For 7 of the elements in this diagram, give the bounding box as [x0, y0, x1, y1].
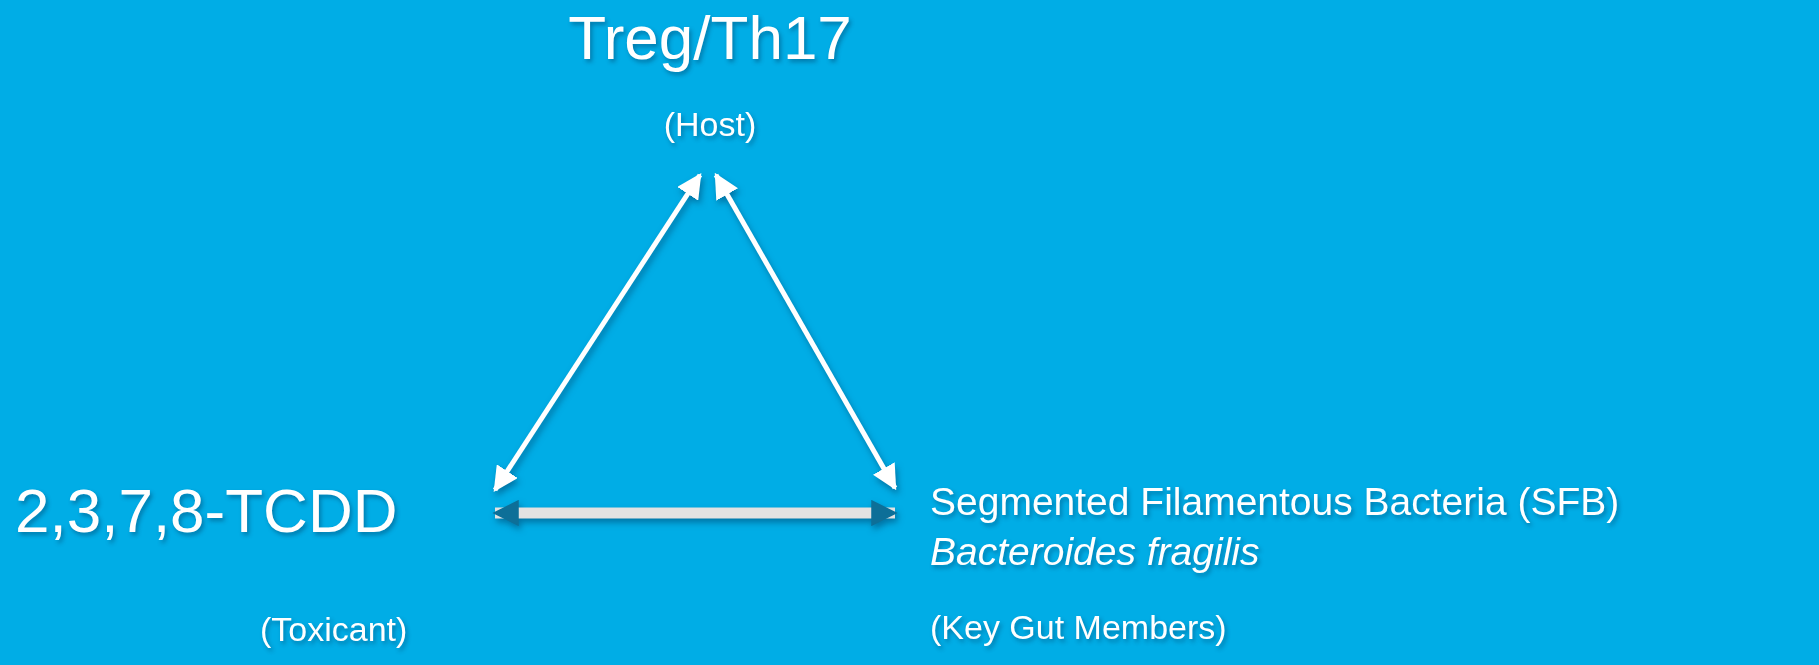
node-title: 2,3,7,8-TCDD	[15, 475, 398, 546]
node-title: Segmented Filamentous Bacteria (SFB)	[930, 480, 1620, 524]
node-subtitle: (Toxicant)	[260, 610, 408, 649]
node-title: Treg/Th17	[567, 2, 853, 73]
node-subtitle: (Key Gut Members)	[930, 608, 1227, 647]
node-subtitle: (Host)	[662, 105, 758, 144]
node-subtitle: Bacteroides fragilis	[930, 530, 1260, 574]
